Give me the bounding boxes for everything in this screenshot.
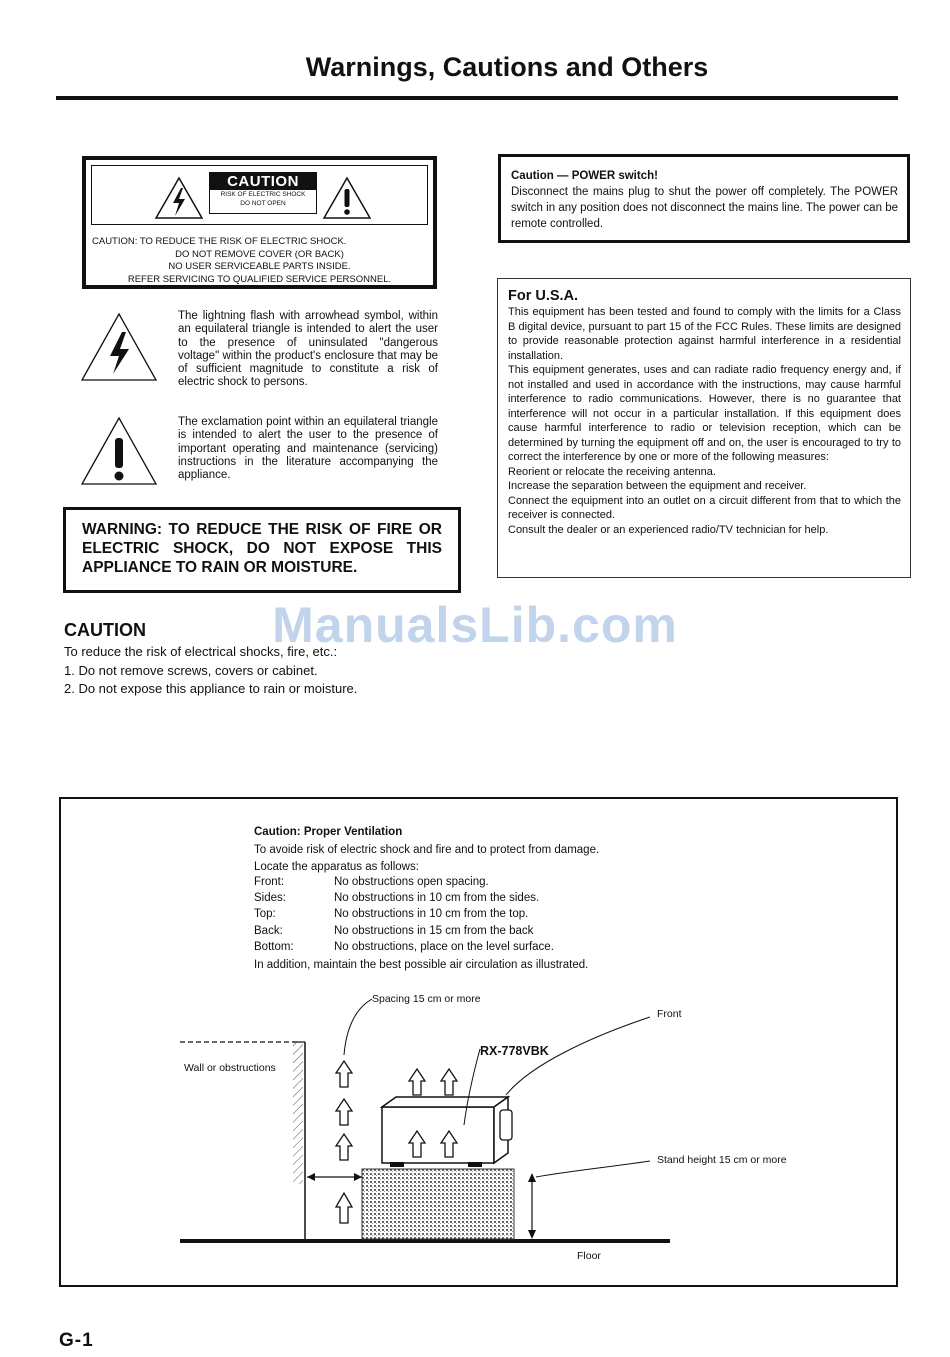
ventilation-row: Top: No obstructions in 10 cm from the to… bbox=[254, 908, 528, 920]
page-title: Warnings, Cautions and Others bbox=[305, 52, 709, 82]
diagram-front-label: Front bbox=[657, 1008, 682, 1020]
caution-badge: CAUTION bbox=[210, 173, 316, 190]
ventilation-diagram bbox=[180, 998, 670, 1243]
diagram-floor-label: Floor bbox=[577, 1250, 601, 1262]
watermark: ManualsLib.com bbox=[272, 597, 678, 653]
diagram-stand-label: Stand height 15 cm or more bbox=[657, 1154, 787, 1166]
exclamation-triangle-icon bbox=[80, 416, 158, 485]
ventilation-row-key: Bottom: bbox=[254, 941, 294, 953]
caution-label-line: REFER SERVICING TO QUALIFIED SERVICE PER… bbox=[127, 273, 392, 285]
usa-paragraph: This equipment has been tested and found… bbox=[508, 306, 901, 362]
exclamation-description: The exclamation point within an equilate… bbox=[178, 416, 438, 482]
caution-label-text: CAUTION: TO REDUCE THE RISK OF ELECTRIC … bbox=[92, 236, 427, 286]
exclamation-triangle-icon bbox=[322, 176, 372, 219]
caution-label-line: DO NOT REMOVE COVER (OR BACK) bbox=[175, 248, 344, 260]
ventilation-line: To avoide risk of electric shock and fir… bbox=[254, 844, 600, 856]
diagram-wall-label: Wall or obstructions bbox=[184, 1062, 276, 1074]
diagram-model-label: RX-778VBK bbox=[480, 1044, 549, 1058]
ventilation-row-value: No obstructions in 15 cm from the back bbox=[334, 925, 534, 937]
usa-box: For U.S.A. This equipment has been teste… bbox=[497, 278, 911, 578]
caution-small-1: RISK OF ELECTRIC SHOCK bbox=[220, 191, 306, 198]
ventilation-row: Sides: No obstructions in 10 cm from the … bbox=[254, 892, 539, 904]
ventilation-row-key: Top: bbox=[254, 908, 276, 920]
usa-heading: For U.S.A. bbox=[508, 288, 579, 304]
ventilation-row-key: Sides: bbox=[254, 892, 286, 904]
caution-small-2: DO NOT OPEN bbox=[240, 200, 286, 207]
usa-measure: Reorient or relocate the receiving anten… bbox=[508, 465, 716, 478]
ventilation-row-key: Back: bbox=[254, 925, 283, 937]
lightning-triangle-icon bbox=[154, 176, 204, 219]
usa-measure: Consult the dealer or an experienced rad… bbox=[508, 523, 829, 536]
warning-box: WARNING: TO REDUCE THE RISK OF FIRE OR E… bbox=[63, 507, 461, 593]
lightning-triangle-icon bbox=[80, 312, 158, 381]
ventilation-row: Front: No obstructions open spacing. bbox=[254, 876, 489, 888]
power-switch-box: Caution — POWER switch! Disconnect the m… bbox=[498, 154, 910, 243]
usa-measure: Increase the separation between the equi… bbox=[508, 480, 807, 492]
ventilation-row: Bottom: No obstructions, place on the lev… bbox=[254, 941, 554, 953]
caution-intro: To reduce the risk of electrical shocks,… bbox=[64, 644, 338, 659]
ventilation-line: Locate the apparatus as follows: bbox=[254, 861, 419, 873]
power-switch-text: Disconnect the mains plug to shut the po… bbox=[511, 186, 898, 230]
caution-label-line: NO USER SERVICEABLE PARTS INSIDE. bbox=[168, 261, 351, 272]
caution-label: CAUTION RISK OF ELECTRIC SHOCK DO NOT OP… bbox=[82, 156, 437, 289]
caution-label-header: CAUTION RISK OF ELECTRIC SHOCK DO NOT OP… bbox=[91, 165, 428, 225]
ventilation-row-value: No obstructions, place on the level surf… bbox=[334, 941, 554, 953]
ventilation-row-value: No obstructions in 10 cm from the sides. bbox=[334, 892, 540, 904]
page-number: G-1 bbox=[59, 1330, 94, 1351]
warning-text: WARNING: TO REDUCE THE RISK OF FIRE OR E… bbox=[82, 521, 442, 576]
usa-measure: Connect the equipment into an outlet on … bbox=[508, 494, 901, 522]
ventilation-line: In addition, maintain the best possible … bbox=[254, 959, 589, 971]
caution-label-center: CAUTION RISK OF ELECTRIC SHOCK DO NOT OP… bbox=[209, 172, 317, 214]
ventilation-row-value: No obstructions in 10 cm from the top. bbox=[334, 908, 529, 920]
ventilation-row-key: Front: bbox=[254, 876, 285, 888]
caution-label-line: CAUTION: TO REDUCE THE RISK OF ELECTRIC … bbox=[92, 236, 347, 247]
usa-paragraph: This equipment generates, uses and can r… bbox=[508, 364, 901, 463]
title-rule bbox=[56, 96, 898, 100]
power-switch-heading: Caution — POWER switch! bbox=[511, 170, 658, 182]
ventilation-box bbox=[59, 797, 898, 1287]
caution-item: 2. Do not expose this appliance to rain … bbox=[64, 681, 358, 696]
lightning-description: The lightning flash with arrowhead symbo… bbox=[178, 310, 438, 389]
ventilation-row-value: No obstructions open spacing. bbox=[334, 876, 489, 888]
ventilation-row: Back: No obstructions in 15 cm from the b… bbox=[254, 925, 533, 937]
caution-item: 1. Do not remove screws, covers or cabin… bbox=[64, 663, 318, 678]
diagram-spacing-label: Spacing 15 cm or more bbox=[372, 993, 481, 1005]
ventilation-heading: Caution: Proper Ventilation bbox=[254, 826, 403, 838]
caution-heading: CAUTION bbox=[64, 620, 146, 640]
